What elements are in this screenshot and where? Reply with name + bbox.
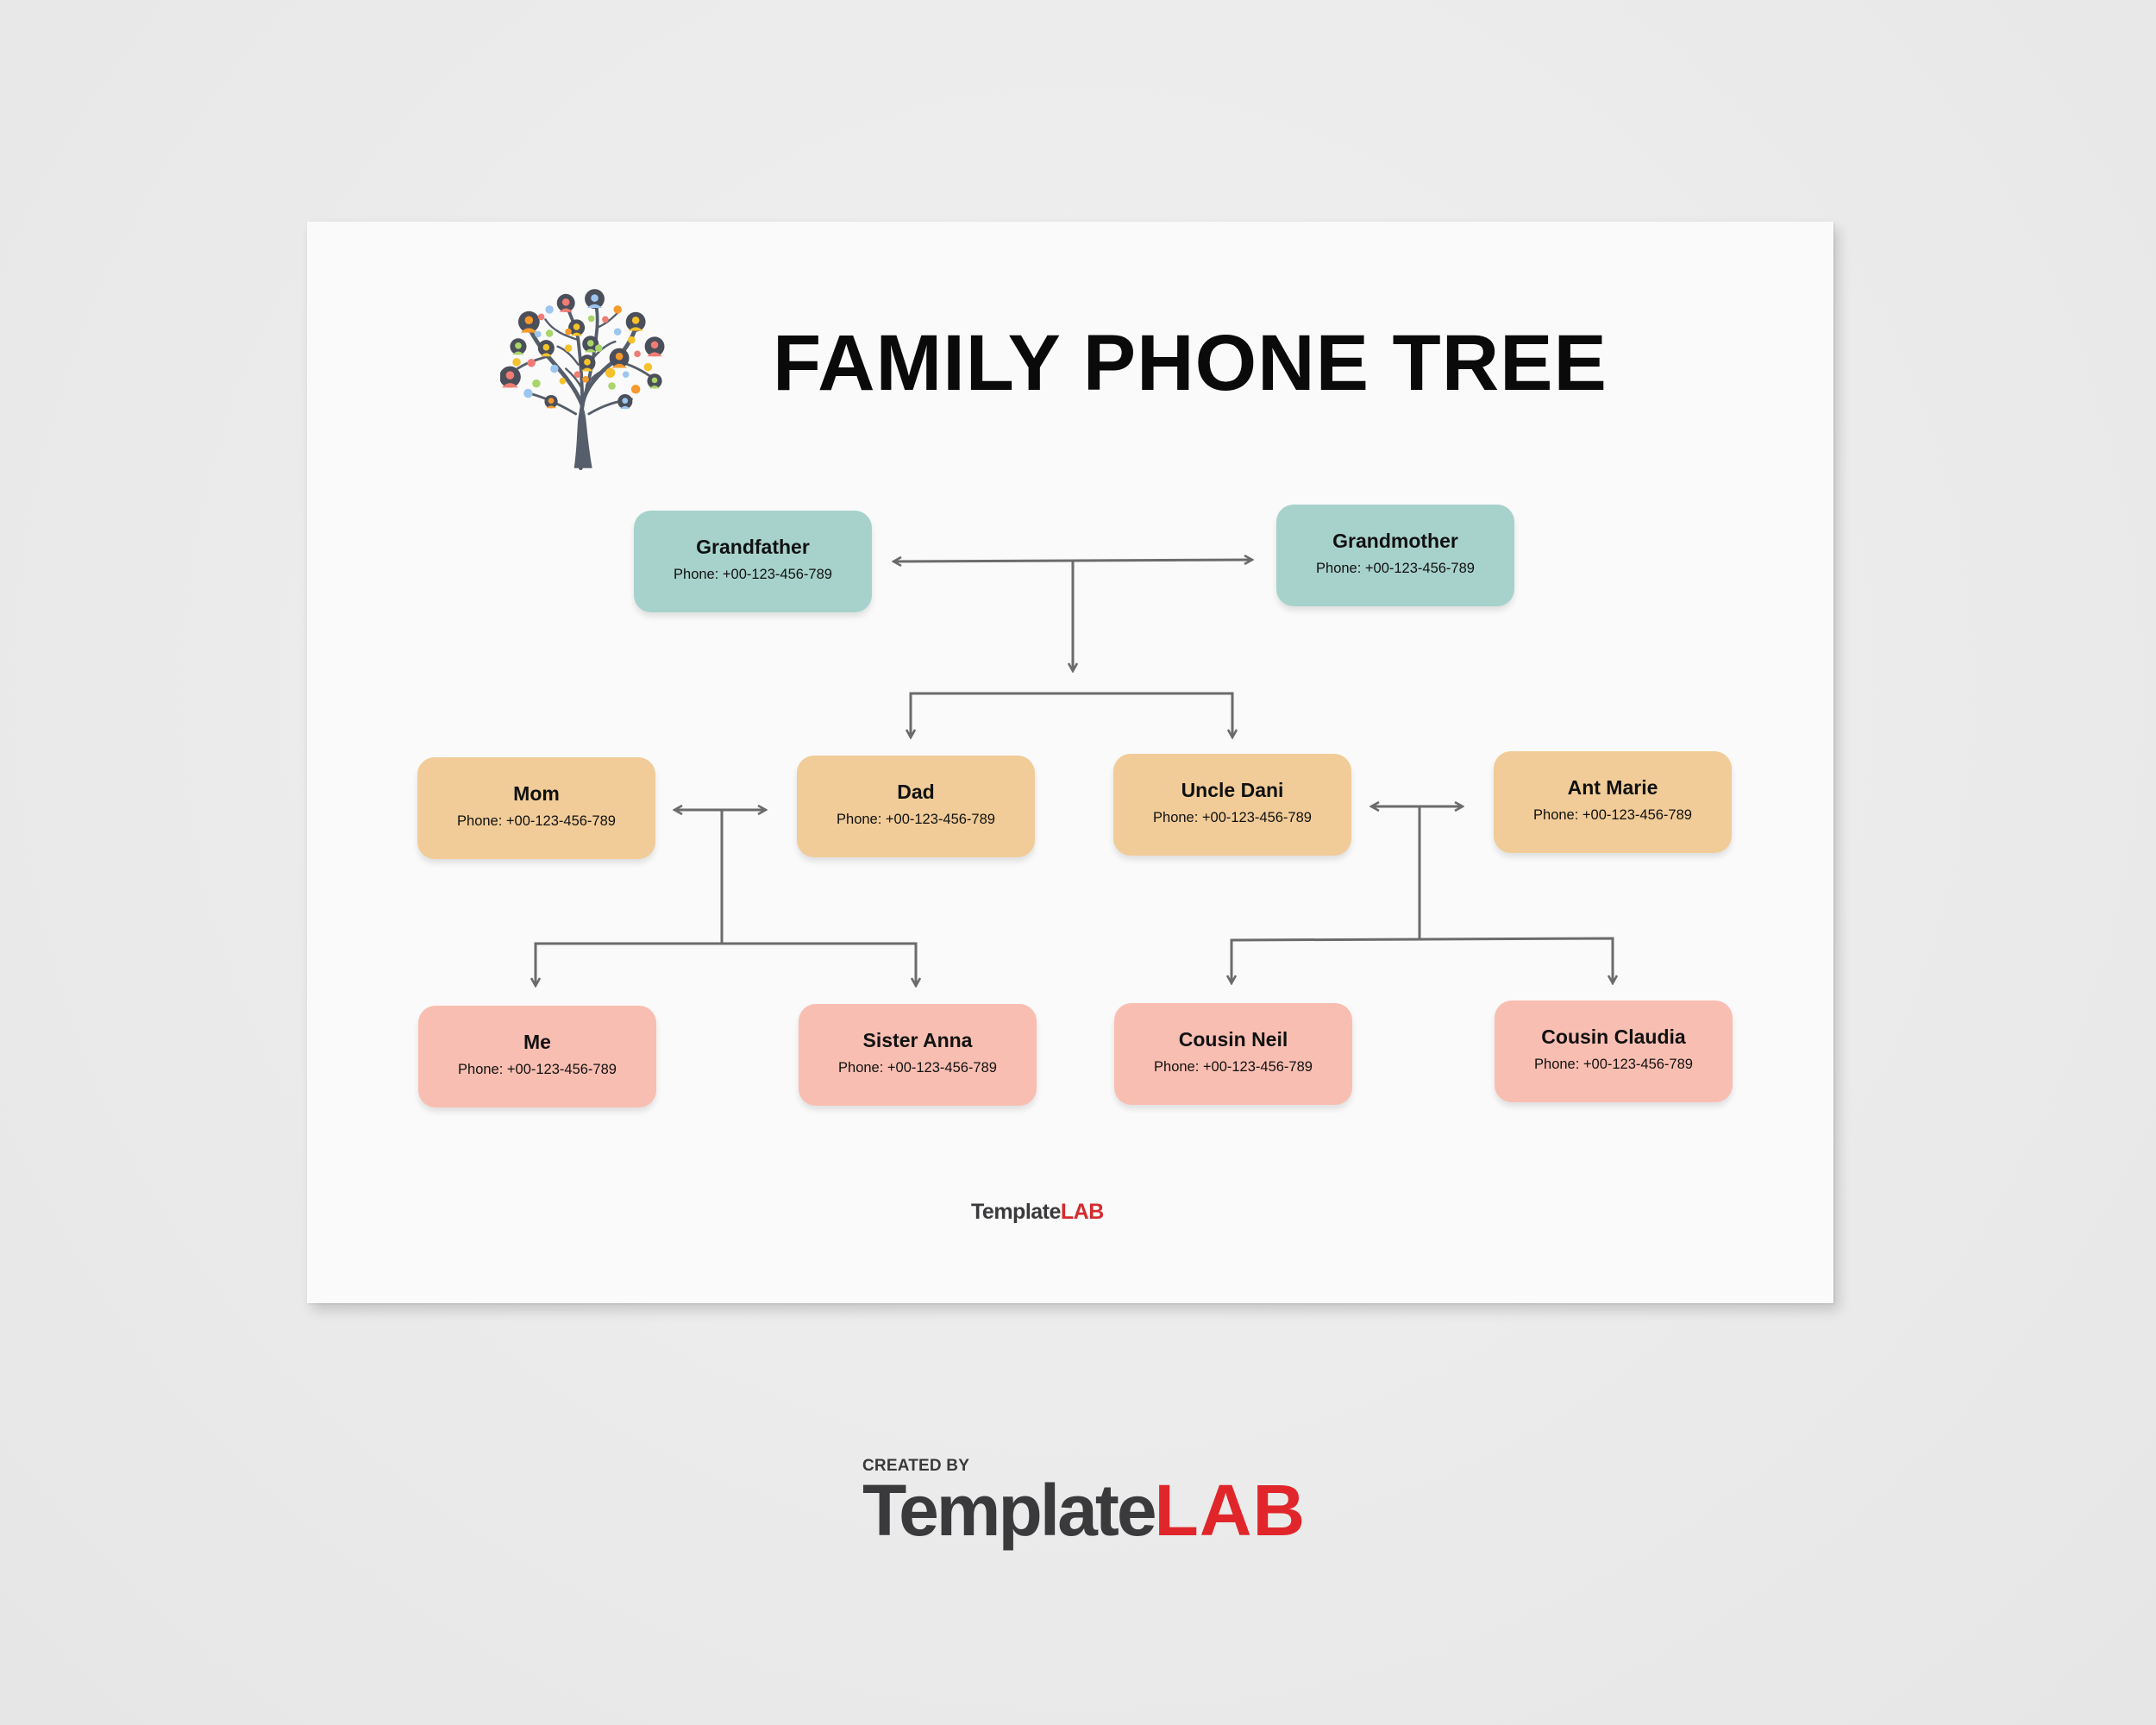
node-ant-marie[interactable]: Ant Marie Phone: +00-123-456-789: [1494, 751, 1732, 853]
grandparents-children-branch: [909, 692, 1234, 737]
node-dad[interactable]: Dad Phone: +00-123-456-789: [797, 756, 1035, 857]
node-name: Uncle Dani: [1181, 778, 1284, 801]
node-phone: Phone: +00-123-456-789: [1154, 1059, 1313, 1076]
node-phone: Phone: +00-123-456-789: [1153, 810, 1312, 826]
node-grandfather[interactable]: Grandfather Phone: +00-123-456-789: [634, 511, 872, 612]
node-name: Grandfather: [696, 535, 810, 558]
uncle-children-branch: [1230, 937, 1614, 983]
node-phone: Phone: +00-123-456-789: [1316, 561, 1475, 577]
node-name: Dad: [897, 780, 935, 803]
logo-text-template: Template: [971, 1200, 1061, 1224]
family-tree-icon: [500, 289, 665, 471]
node-phone: Phone: +00-123-456-789: [674, 567, 832, 583]
node-grandmother[interactable]: Grandmother Phone: +00-123-456-789: [1276, 505, 1514, 606]
node-phone: Phone: +00-123-456-789: [838, 1060, 997, 1076]
node-name: Ant Marie: [1567, 775, 1658, 799]
templatelab-logo: TemplateLAB: [862, 1474, 1306, 1546]
page-title: FAMILY PHONE TREE: [773, 319, 1608, 407]
node-name: Sister Anna: [862, 1028, 973, 1051]
node-phone: Phone: +00-123-456-789: [457, 813, 616, 830]
node-mom[interactable]: Mom Phone: +00-123-456-789: [417, 757, 655, 859]
created-by-logo: CREATED BY TemplateLAB: [862, 1458, 1306, 1546]
logo-text-lab: LAB: [1060, 1200, 1104, 1224]
node-name: Mom: [513, 781, 560, 805]
node-sister-anna[interactable]: Sister Anna Phone: +00-123-456-789: [799, 1004, 1037, 1106]
created-by-label: CREATED BY: [862, 1457, 970, 1475]
node-cousin-neil[interactable]: Cousin Neil Phone: +00-123-456-789: [1114, 1003, 1352, 1105]
node-name: Cousin Claudia: [1541, 1025, 1686, 1048]
page-templatelab-logo: TemplateLAB: [971, 1201, 1104, 1223]
node-cousin-claudia[interactable]: Cousin Claudia Phone: +00-123-456-789: [1495, 1000, 1733, 1102]
phone-tree-sheet: FAMILY PHONE TREE: [307, 222, 1833, 1303]
node-phone: Phone: +00-123-456-789: [837, 812, 995, 828]
node-name: Cousin Neil: [1178, 1027, 1288, 1051]
node-name: Grandmother: [1332, 529, 1458, 552]
node-phone: Phone: +00-123-456-789: [1533, 807, 1692, 824]
parents-children-branch: [534, 942, 918, 986]
node-phone: Phone: +00-123-456-789: [458, 1062, 617, 1078]
node-phone: Phone: +00-123-456-789: [1534, 1057, 1693, 1073]
grandparents-couple-arrow: [893, 560, 1252, 561]
logo-text-template: Template: [862, 1470, 1157, 1551]
node-name: Me: [523, 1030, 551, 1053]
logo-text-lab: LAB: [1154, 1470, 1307, 1551]
node-uncle-dani[interactable]: Uncle Dani Phone: +00-123-456-789: [1113, 754, 1351, 856]
node-me[interactable]: Me Phone: +00-123-456-789: [418, 1006, 656, 1107]
